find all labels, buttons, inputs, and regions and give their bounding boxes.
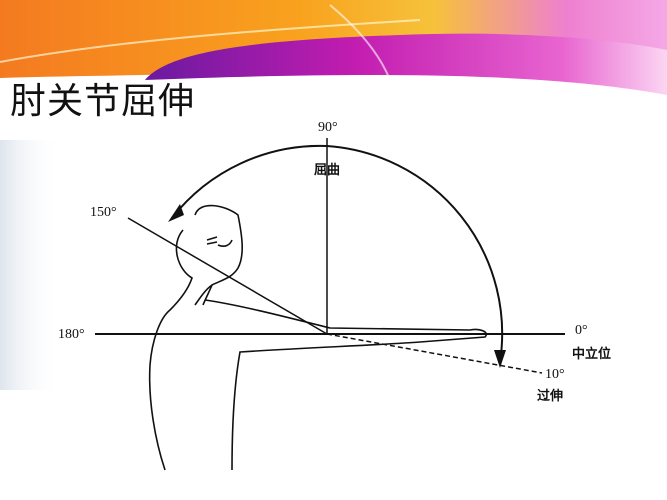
slide-title: 肘关节屈伸 <box>10 81 196 122</box>
decorative-banner <box>0 0 667 95</box>
arrow-head-down-icon <box>494 350 506 368</box>
label-90: 90° <box>318 120 338 135</box>
arrow-head-150-icon <box>168 204 184 222</box>
label-flexion: 屈曲 <box>314 162 340 178</box>
hyperextension-dashed-line <box>326 333 543 374</box>
label-150: 150° <box>90 205 117 220</box>
line-150 <box>127 217 328 335</box>
label-0: 0° <box>575 323 588 338</box>
flexion-arc <box>171 144 504 363</box>
person-figure <box>148 204 488 471</box>
label-hyperextension: 过伸 <box>537 388 563 404</box>
label-10: 10° <box>545 367 565 382</box>
label-neutral: 中立位 <box>572 346 611 362</box>
label-180: 180° <box>58 327 85 342</box>
side-decoration <box>0 140 60 390</box>
